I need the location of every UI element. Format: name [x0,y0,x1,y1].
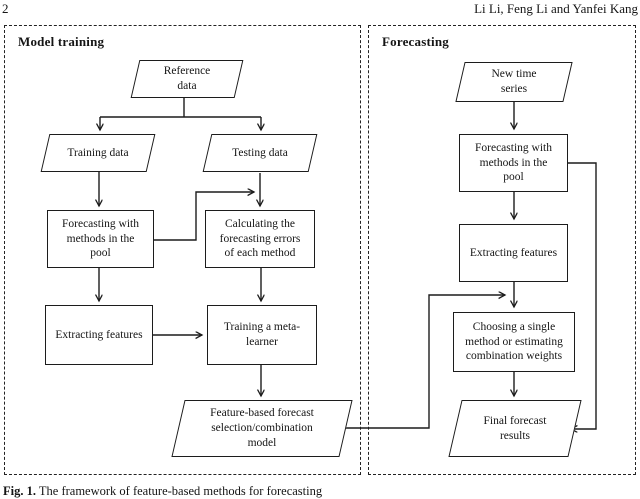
node-text: Forecasting with methods in the pool [475,141,552,184]
node-text: Calculating the forecasting errors of ea… [219,217,301,260]
node-text: Extracting features [469,246,558,259]
arrow-featuremodel-choosing [340,295,505,429]
model-training-label: Model training [18,34,105,49]
node-text: Training data [67,146,129,159]
node-new-time-series: New time series [455,62,573,102]
node-calculating-errors: Calculating the forecasting errors of ea… [205,210,315,268]
node-reference-data: Reference data [130,60,244,98]
node-feature-based-model: Feature-based forecast selection/combina… [171,400,353,457]
figure-caption: Fig. 1. The framework of feature-based m… [3,484,322,499]
node-text: Feature-based forecast selection/combina… [210,407,314,449]
node-extracting-features-new: Extracting features [459,224,568,282]
node-testing-data: Testing data [202,134,318,172]
node-training-meta-learner: Training a meta- learner [207,305,317,365]
node-text: Forecasting with methods in the pool [62,217,139,260]
forecasting-label: Forecasting [382,34,449,49]
node-extracting-features-train: Extracting features [45,305,153,365]
node-text: Choosing a single method or estimating c… [465,320,563,363]
node-text: New time series [491,68,537,95]
node-text: Final forecast results [483,414,547,442]
figure-caption-label: Fig. 1. [3,484,36,498]
node-choosing-method: Choosing a single method or estimating c… [453,312,575,372]
figure-caption-text: The framework of feature-based methods f… [38,484,323,498]
node-text: Training a meta- learner [223,321,301,348]
running-head-authors: Li Li, Feng Li and Yanfei Kang [474,1,638,16]
node-forecasting-pool-new: Forecasting with methods in the pool [459,134,568,192]
forecasting-panel: Forecasting [368,25,636,475]
arrow-refdata-split [100,98,261,118]
arrow-forecastingpool-finalresults [568,162,597,429]
model-training-panel: Model training [4,25,361,475]
node-final-forecast-results: Final forecast results [448,400,582,457]
node-training-data: Training data [40,134,156,172]
arrow-forecastingpool-calcerrors [154,192,254,241]
node-text: Testing data [232,146,288,159]
node-forecasting-pool-train: Forecasting with methods in the pool [47,210,154,268]
node-text: Extracting features [55,328,143,341]
page-number: 2 [2,1,9,16]
node-text: Reference data [163,65,211,92]
